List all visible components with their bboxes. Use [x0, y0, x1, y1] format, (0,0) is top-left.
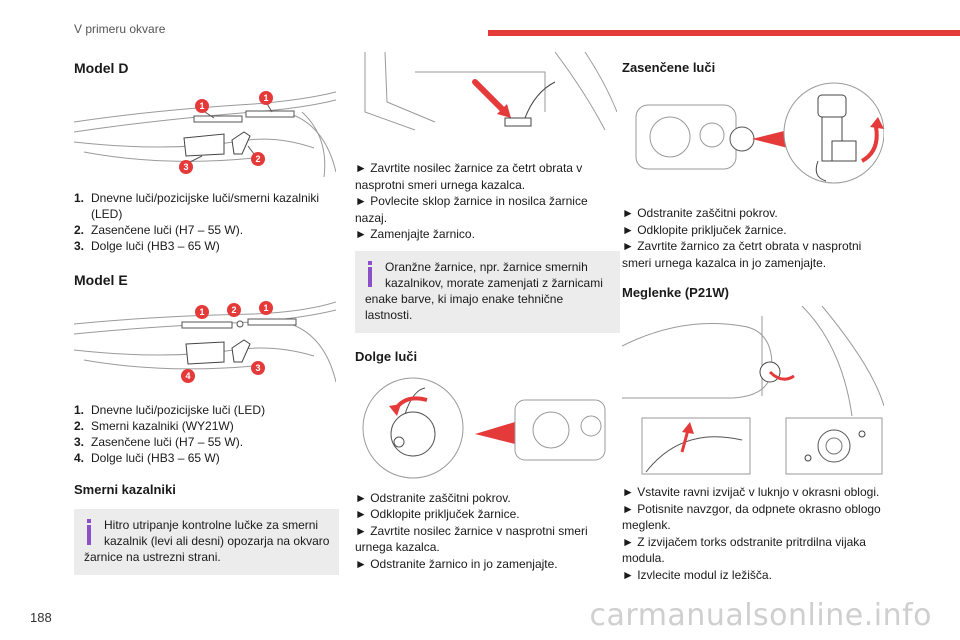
list-item: 4.Dolge luči (HB3 – 65 W) — [74, 451, 220, 465]
callout-label: 1 — [199, 307, 204, 317]
orange-bulb-note: Oranžne žarnice, npr. žarnice smernih ka… — [355, 250, 620, 333]
page-number: 188 — [30, 610, 52, 625]
step-text: ► Vstavite ravni izvijač v luknjo v okra… — [622, 485, 880, 499]
meglenke-illustration — [622, 306, 884, 476]
model-e-illustration: 1 2 1 4 3 — [74, 294, 336, 394]
step-text: ► Zavrtite nosilec žarnice za četrt obra… — [355, 161, 583, 192]
model-d-list: 1.Dnevne luči/pozicijske luči/smerni kaz… — [74, 190, 339, 254]
step-text: ► Odstranite žarnico in jo zamenjajte. — [355, 556, 558, 571]
meglenke-heading: Meglenke (P21W) — [622, 285, 729, 300]
step-text: ► Odstranite zaščitni pokrov. — [622, 206, 778, 220]
smerni-heading: Smerni kazalniki — [74, 482, 176, 497]
header-title: V primeru okvare — [74, 22, 166, 36]
callout-label: 2 — [255, 154, 260, 164]
step-text: ► Z izvijačem torks odstranite pritrdiln… — [622, 534, 866, 566]
list-item: 3.Dolge luči (HB3 – 65 W) — [74, 239, 220, 253]
callout-label: 2 — [231, 305, 236, 315]
list-item: 1.Dnevne luči/pozicijske luči (LED) — [74, 403, 266, 417]
step-text: ► Odklopite priključek žarnice. — [355, 507, 520, 521]
bulb-steps: ► Zavrtite nosilec žarnice za četrt obra… — [355, 160, 620, 243]
callout-1a — [195, 99, 209, 113]
zasencene-steps: ► Odstranite zaščitni pokrov. ► Odklopit… — [622, 205, 887, 271]
callout-label: 1 — [263, 303, 268, 313]
step-text: ► Zavrtite žarnico za četrt obrata v nas… — [622, 239, 862, 270]
step-text: ► Odklopite priključek žarnice. — [622, 222, 787, 237]
callout-label: 3 — [183, 162, 188, 172]
column-3: Zasenčene luči ► Odstranite zaščitni pok… — [622, 52, 887, 583]
column-2: ► Zavrtite nosilec žarnice za četrt obra… — [355, 52, 620, 572]
step-text: ► Zamenjajte žarnico. — [355, 227, 475, 241]
callout-label: 1 — [263, 93, 268, 103]
step-text: ► Izvlecite modul iz ležišča. — [622, 567, 772, 582]
dolge-illustration — [355, 370, 617, 480]
model-d-illustration: 1 1 3 2 — [74, 82, 336, 182]
callout-label: 3 — [255, 363, 260, 373]
step-text: ► Povlecite sklop žarnice in nosilca žar… — [355, 194, 588, 225]
smerni-note: Hitro utripanje kontrolne lučke za smern… — [74, 509, 339, 575]
watermark: carmanualsonline.info — [589, 598, 932, 633]
dolge-steps: ► Odstranite zaščitni pokrov. ► Odklopit… — [355, 490, 620, 573]
list-item: 2.Smerni kazalniki (WY21W) — [74, 419, 234, 433]
callout-2 — [251, 152, 265, 166]
callout-label: 4 — [185, 371, 190, 381]
callout-3 — [179, 160, 193, 174]
step-text: ► Odstranite zaščitni pokrov. — [355, 490, 511, 505]
model-d-heading: Model D — [74, 60, 129, 76]
zasencene-heading: Zasenčene luči — [622, 60, 716, 75]
step-text: ► Zavrtite nosilec žarnice v nasprotni s… — [355, 523, 588, 555]
model-e-heading: Model E — [74, 272, 128, 288]
callout-1b — [259, 91, 273, 105]
list-item: 1.Dnevne luči/pozicijske luči/smerni kaz… — [74, 191, 320, 221]
meglenke-steps: ► Vstavite ravni izvijač v luknjo v okra… — [622, 484, 887, 583]
list-item: 3.Zasenčene luči (H7 – 55 W). — [74, 435, 244, 449]
info-icon — [365, 260, 377, 287]
bulb-holder-illustration — [355, 52, 617, 132]
dolge-heading: Dolge luči — [355, 348, 418, 364]
header-accent-bar — [488, 30, 960, 36]
model-e-list: 1.Dnevne luči/pozicijske luči (LED) 2.Sm… — [74, 402, 339, 466]
list-item: 2.Zasenčene luči (H7 – 55 W). — [74, 223, 244, 237]
callout-label: 1 — [199, 101, 204, 111]
step-text: ► Potisnite navzgor, da odpnete okrasno … — [622, 501, 881, 533]
zasencene-illustration — [622, 81, 884, 191]
column-1: Model D 1 1 3 2 — [74, 52, 339, 583]
info-icon — [84, 519, 96, 545]
